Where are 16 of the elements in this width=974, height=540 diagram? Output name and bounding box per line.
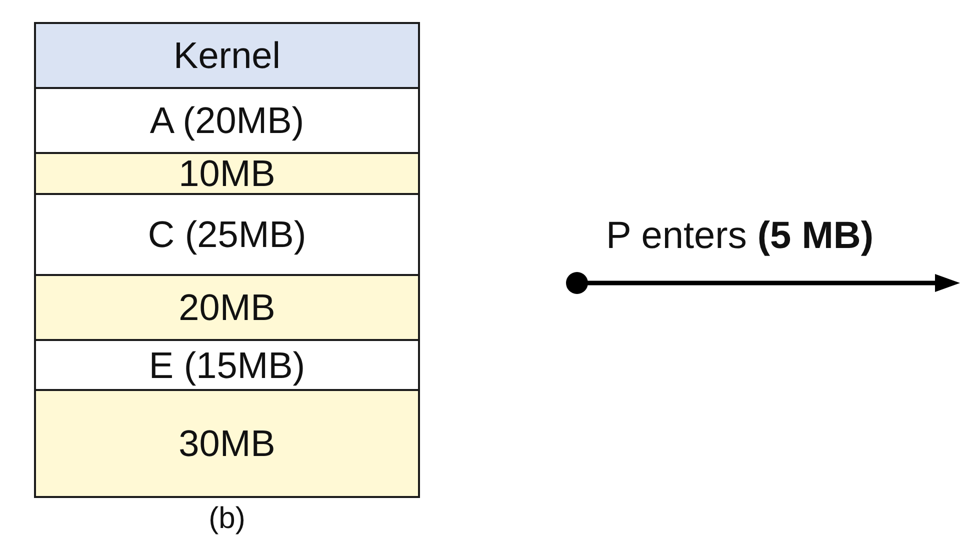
- block-label: C (25MB): [148, 216, 306, 253]
- memory-block: [34, 389, 420, 498]
- memory-block: [34, 274, 420, 341]
- memory-block: [34, 193, 420, 276]
- block-label: Kernel: [174, 37, 280, 74]
- caption: (b): [208, 502, 246, 535]
- block-label: 10MB: [178, 155, 276, 192]
- memory-block: [34, 22, 420, 89]
- block-label: 20MB: [178, 289, 276, 326]
- block-label: E (15MB): [148, 346, 306, 384]
- arrow-label: P enters (5 MB): [606, 216, 874, 258]
- memory-block: [34, 339, 420, 391]
- block-label: 30MB: [178, 425, 276, 462]
- memory-block: [34, 87, 420, 154]
- memory-block: [34, 152, 420, 195]
- block-label: A (20MB): [150, 102, 304, 139]
